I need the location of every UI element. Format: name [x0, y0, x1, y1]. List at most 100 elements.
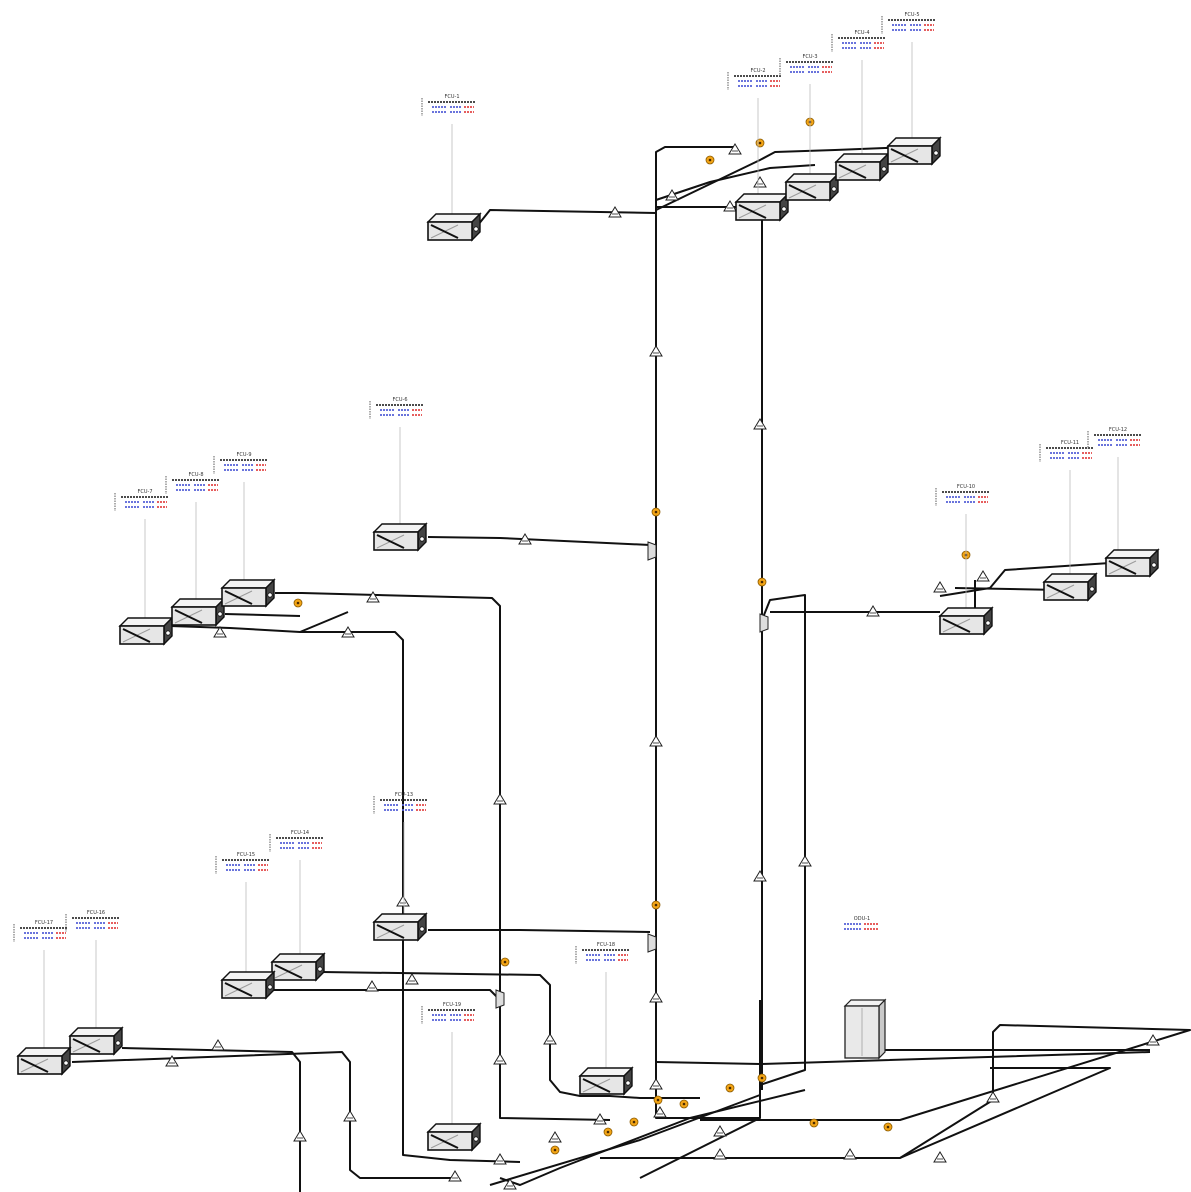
indoor-unit-icon — [887, 137, 941, 165]
indoor-unit-icon — [221, 579, 275, 607]
unit-name-label: FCU-13 — [395, 792, 413, 798]
indoor-unit-icon — [1105, 549, 1159, 577]
pipe-marker — [798, 855, 812, 867]
indoor-unit-icon — [171, 598, 225, 626]
unit-label: FCU-9 — [213, 452, 268, 474]
pipe-reducer-icon — [647, 541, 657, 561]
unit-label: FCU-5 — [881, 12, 936, 34]
pipe-marker — [493, 1153, 507, 1165]
outdoor-unit-label: ODU-1 — [844, 916, 878, 930]
pipe-reducer-icon — [647, 933, 657, 953]
unit-name-label: FCU-17 — [35, 920, 53, 926]
unit-label: FCU-11 — [1039, 440, 1094, 462]
unit-name-label: FCU-15 — [237, 852, 255, 858]
unit-label: FCU-10 — [935, 484, 990, 506]
branch-joint-icon — [757, 577, 767, 587]
pipe-marker — [649, 735, 663, 747]
unit-label: FCU-17 — [13, 920, 68, 942]
pipe-marker — [649, 991, 663, 1003]
unit-label: FCU-6 — [369, 397, 424, 419]
unit-label: FCU-16 — [65, 910, 120, 932]
pipe-marker — [713, 1148, 727, 1160]
unit-name-label: FCU-10 — [957, 484, 975, 490]
unit-name-label: FCU-6 — [392, 397, 407, 403]
indoor-unit-icon — [939, 607, 993, 635]
unit-name-label: FCU-7 — [137, 489, 152, 495]
branch-joint-icon — [705, 155, 715, 165]
pipe-reducer-icon — [759, 613, 769, 633]
pipe-marker — [933, 581, 947, 593]
pipe-marker — [753, 870, 767, 882]
unit-label: FCU-7 — [114, 489, 169, 511]
indoor-unit-icon — [373, 913, 427, 941]
unit-label: FCU-14 — [269, 830, 324, 852]
pipe-markers — [165, 143, 1160, 1190]
pipe-marker — [405, 973, 419, 985]
unit-name-label: FCU-14 — [291, 830, 309, 836]
indoor-unit-icon — [835, 153, 889, 181]
outdoor-unit-name: ODU-1 — [854, 916, 870, 922]
branch-joint-icon — [757, 1073, 767, 1083]
indoor-unit-icon — [735, 193, 789, 221]
indoor-unit-icon — [427, 213, 481, 241]
pipe-marker — [293, 1130, 307, 1142]
pipe-marker — [986, 1091, 1000, 1103]
unit-label: FCU-12 — [1087, 427, 1142, 449]
indoor-unit-icon — [271, 953, 325, 981]
pipe-marker — [493, 793, 507, 805]
pipe-marker — [211, 1039, 225, 1051]
unit-name-label: FCU-8 — [188, 472, 203, 478]
outdoor-unit-icon — [843, 998, 887, 1060]
indoor-unit-icon — [221, 971, 275, 999]
pipe-marker — [753, 176, 767, 188]
unit-name-label: FCU-1 — [444, 94, 459, 100]
branch-joint-icon — [755, 138, 765, 148]
branch-joint-icon — [725, 1083, 735, 1093]
pipe-marker — [933, 1151, 947, 1163]
pipe-reducer-icon — [495, 989, 505, 1009]
unit-label: FCU-8 — [165, 472, 220, 494]
pipe-marker — [753, 418, 767, 430]
unit-name-label: FCU-12 — [1109, 427, 1127, 433]
unit-name-label: FCU-9 — [236, 452, 251, 458]
branch-joint-icon — [651, 900, 661, 910]
pipe-marker — [448, 1170, 462, 1182]
pipe-marker — [976, 570, 990, 582]
branch-joint-icon — [883, 1122, 893, 1132]
indoor-unit-icon — [119, 617, 173, 645]
unit-name-label: FCU-11 — [1061, 440, 1079, 446]
branch-joint-icon — [653, 1095, 663, 1105]
pipe-marker — [728, 143, 742, 155]
branch-joint-icon — [651, 507, 661, 517]
unit-label: FCU-13 — [373, 792, 428, 814]
branch-joint-icon — [679, 1099, 689, 1109]
unit-label: FCU-19 — [421, 1002, 476, 1024]
pipe-marker — [493, 1053, 507, 1065]
pipe-marker — [843, 1148, 857, 1160]
unit-name-label: FCU-16 — [87, 910, 105, 916]
indoor-units — [17, 137, 1159, 1151]
unit-name-label: FCU-2 — [750, 68, 765, 74]
indoor-unit-icon — [373, 523, 427, 551]
unit-label: FCU-1 — [421, 94, 476, 116]
indoor-unit-icon — [427, 1123, 481, 1151]
unit-label: FCU-4 — [831, 30, 886, 52]
pipe-reducers — [495, 541, 769, 1009]
unit-label: FCU-18 — [575, 942, 630, 964]
indoor-unit-icon — [69, 1027, 123, 1055]
branch-joint-icon — [809, 1118, 819, 1128]
pipe-marker — [649, 1078, 663, 1090]
indoor-unit-icon — [17, 1047, 71, 1075]
unit-name-label: FCU-19 — [443, 1002, 461, 1008]
pipe-marker — [343, 1110, 357, 1122]
branch-joint-icon — [629, 1117, 639, 1127]
pipe-marker — [649, 345, 663, 357]
unit-name-label: FCU-5 — [904, 12, 919, 18]
unit-name-label: FCU-3 — [802, 54, 817, 60]
branch-joint-icon — [603, 1127, 613, 1137]
pipe-marker — [396, 895, 410, 907]
indoor-unit-icon — [1043, 573, 1097, 601]
unit-name-label: FCU-18 — [597, 942, 615, 948]
